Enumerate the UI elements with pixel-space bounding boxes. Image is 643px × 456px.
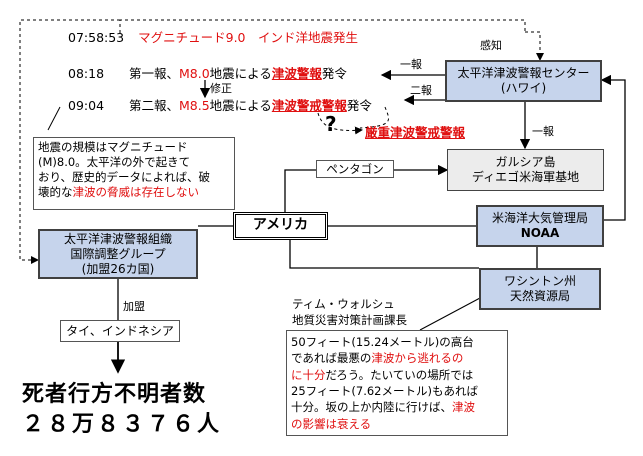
quote-pointer [419,297,481,331]
noaa-line1: 米海洋大気管理局 [491,211,588,225]
america-label: アメリカ [252,217,309,234]
america-box: アメリカ [233,212,328,240]
speaker-label: ティム・ウォルシュ 地質災害対策計画課長 [292,297,407,328]
thai-box: タイ、インドネシア [60,320,180,342]
severe-dashed-curve [359,106,390,129]
row1-event: マグニチュード9.0 インド洋地震発生 [138,30,359,45]
row3-time: 09:04 [68,98,105,113]
left-dashed-line [19,19,120,264]
note-line-d2: 津波の脅威は存在しない [72,184,200,199]
row2-post: 発令 [321,66,347,81]
quote-line2a: であれば最悪の [291,351,372,366]
itsu-line3: (加盟26カ国) [81,261,155,276]
noaa-line2: NOAA [520,226,560,240]
itsu-line1: 太平洋津波警報組織 [63,231,172,246]
garcia-box: ガルシア島 ディエゴ米海軍基地 [447,149,604,191]
speaker-name: ティム・ウォルシュ [292,297,395,311]
pentagon-label: ペンタゴン [326,161,384,176]
quote-line5a: 十分。坂の上か内陸に行けば、 [291,400,452,415]
garcia-line2: ディエゴ米海軍基地 [471,170,580,184]
timeline-row1: 07:58:53 マグニチュード9.0 インド洋地震発生 [68,27,358,46]
pentagon-box: ペンタゴン [316,160,394,178]
timeline-row3: 09:04 第二報、M8.5地震による津波警戒警報発令 [68,95,372,114]
row2-pre: 第一報、 [128,66,179,81]
noaa-ptwc-line [600,74,626,221]
label-report1: 一報 [400,58,422,71]
quote-box: 50フィート(15.24メートル)の高台 であれば最悪の津波から逃れるの に十分… [286,330,508,436]
row2-mid: 地震による [209,66,272,81]
note-line-d1: 壊的な [38,184,73,199]
note-line-c: おり、歴史的データによれば、破 [38,169,211,184]
row1-time: 07:58:53 [68,30,125,45]
quote-line2: であれば最悪の津波から逃れるの [291,350,503,366]
wa-line1: ワシントン州 [503,274,576,288]
quote-line5b: 津波 [452,400,475,415]
ptwc-box: 太平洋津波警報センター (ハワイ) [445,60,602,102]
quote-line6: の影響は衰える [291,416,372,431]
speaker-title: 地質災害対策計画課長 [292,312,407,327]
row2-time: 08:18 [68,66,105,81]
label-report3: 一報 [532,125,554,138]
label-join: 加盟 [123,300,145,313]
row2-warn: 津波警報 [271,66,322,81]
note-line-a: 地震の規模はマグニチュード [38,140,188,154]
label-detect: 感知 [480,39,502,52]
magnitude-note: 地震の規模はマグニチュード (M)8.0。太平洋の外で起きて おり、歴史的データ… [33,137,235,210]
itsu-box: 太平洋津波警報組織 国際調整グループ (加盟26カ国) [38,229,198,279]
question-mark: ? [325,112,337,136]
garcia-line1: ガルシア島 [495,155,556,169]
severe-dashed-curve2 [317,112,363,135]
row3-pre: 第二報、 [128,98,179,113]
correction-label: 修正 [210,82,232,95]
note-line-d: 壊的な津波の脅威は存在しない [38,185,230,200]
wa-line2: 天然資源局 [509,289,570,303]
detect-dashed-line [119,19,526,33]
wa-box: ワシントン州 天然資源局 [479,268,601,310]
thai-label: タイ、インドネシア [66,323,174,338]
noaa-box: 米海洋大気管理局 NOAA [476,205,604,247]
quote-line3a: に十分 [291,367,326,382]
quote-line3: に十分だろう。たいていの場所では [291,367,503,383]
note-line-b: (M)8.0。太平洋の外で起きて [38,154,191,169]
timeline-row2: 08:18 第一報、M8.0地震による津波警報発令 [68,63,347,82]
row3-mag: M8.5 [179,98,210,113]
row3-post: 発令 [346,98,372,113]
ptwc-line2: (ハワイ) [500,81,547,95]
quote-line5: 十分。坂の上か内陸に行けば、津波 [291,399,503,415]
detect-dashed-arrow [525,31,544,61]
itsu-line2: 国際調整グループ [70,246,166,261]
casualty-title: 死者行方不明者数 [22,382,207,407]
row3-warn: 津波警戒警報 [271,98,347,113]
ptwc-line1: 太平洋津波警報センター [457,66,590,80]
quote-line2b: 津波から逃れるの [371,351,464,366]
quote-line1: 50フィート(15.24メートル)の高台 [291,335,474,349]
america-wa-line [289,240,479,269]
quote-line3b: だろう。たいていの場所では [325,367,474,382]
row3-mid: 地震による [209,98,272,113]
casualty-count: ２８万８３７６人 [22,412,223,437]
severe-warning: 厳重津波警戒警報 [365,125,466,140]
note-pointer [47,106,61,131]
quote-line4: 25フィート(7.62メートル)もあれば [291,383,478,398]
label-report2: 二報 [410,84,432,97]
row2-mag: M8.0 [179,66,210,81]
